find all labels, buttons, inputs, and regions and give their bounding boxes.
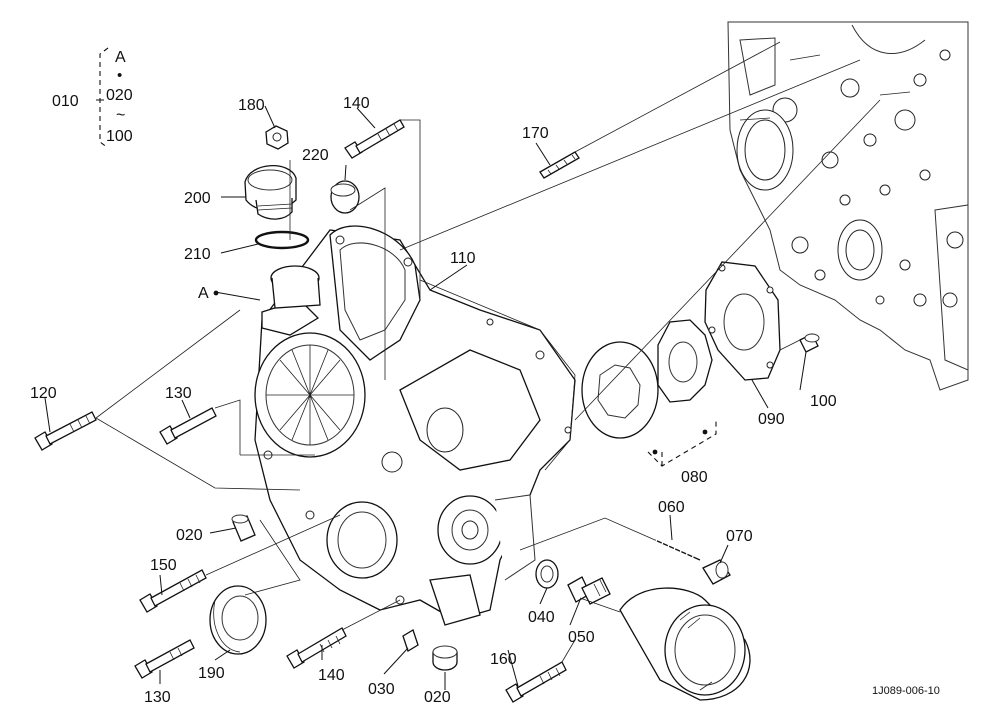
screw-100 [799, 333, 820, 353]
group-020: 020 [106, 87, 133, 104]
plug-020-mid [231, 514, 256, 542]
label-a: A [198, 285, 209, 302]
bolt-120 [34, 411, 97, 451]
engine-block [727, 21, 969, 391]
callout-070: 070 [726, 528, 753, 545]
spring-060 [653, 534, 701, 567]
callout-030: 030 [368, 681, 395, 698]
callout-150: 150 [150, 557, 177, 574]
callout-210: 210 [184, 246, 211, 263]
o-ring-210 [254, 230, 310, 250]
group-tilde: ~ [116, 107, 125, 124]
callout-110: 110 [450, 250, 476, 267]
oil-filter [619, 587, 751, 701]
callout-120: 120 [30, 385, 57, 402]
stud-170 [539, 151, 580, 179]
fitting-050 [567, 576, 611, 605]
callout-020-bot: 020 [424, 689, 451, 706]
callout-080: 080 [681, 469, 708, 486]
callout-020-mid: 020 [176, 527, 203, 544]
relief-valve-070 [702, 559, 731, 585]
leader-lines [44, 41, 881, 690]
plug-020-bot [432, 645, 458, 671]
group-100: 100 [106, 128, 133, 145]
bolt-160 [505, 661, 567, 703]
callout-130-mid: 130 [165, 385, 192, 402]
nut-180 [265, 125, 289, 150]
bolt-140-top [344, 119, 405, 159]
oil-seal-190 [209, 585, 267, 655]
callout-050: 050 [568, 629, 595, 646]
washer-040 [535, 559, 559, 589]
callout-170: 170 [522, 125, 549, 142]
callout-130-bot: 130 [144, 689, 171, 706]
bolt-130-bot [134, 639, 195, 679]
callout-140-bot: 140 [318, 667, 345, 684]
oil-pump-rotor-080 [581, 319, 713, 439]
callout-160: 160 [490, 651, 517, 668]
bolt-140-bot [286, 627, 347, 669]
callout-100: 100 [810, 393, 837, 410]
plug-220 [330, 180, 360, 214]
plug-030 [402, 629, 419, 652]
drawing-code: 1J089-006-10 [872, 685, 940, 697]
callout-140-top: 140 [343, 95, 370, 112]
callout-040: 040 [528, 609, 555, 626]
callout-010: 010 [52, 93, 79, 110]
cover-ribs [266, 345, 354, 445]
bolt-150 [139, 569, 207, 613]
bolt-130-mid [159, 407, 217, 445]
callout-180: 180 [238, 97, 265, 114]
pump-plate-090 [704, 261, 781, 381]
callout-labels: 010 A • 020 ~ 100 180 140 170 220 200 21… [30, 49, 940, 706]
callout-200: 200 [184, 190, 211, 207]
group-dot: • [117, 67, 122, 84]
group-label-a: A [115, 49, 126, 66]
callout-190: 190 [198, 665, 225, 682]
callout-220: 220 [302, 147, 329, 164]
gear-case [254, 225, 576, 626]
oil-cap-200 [244, 165, 297, 220]
callout-060: 060 [658, 499, 685, 516]
callout-090: 090 [758, 411, 785, 428]
